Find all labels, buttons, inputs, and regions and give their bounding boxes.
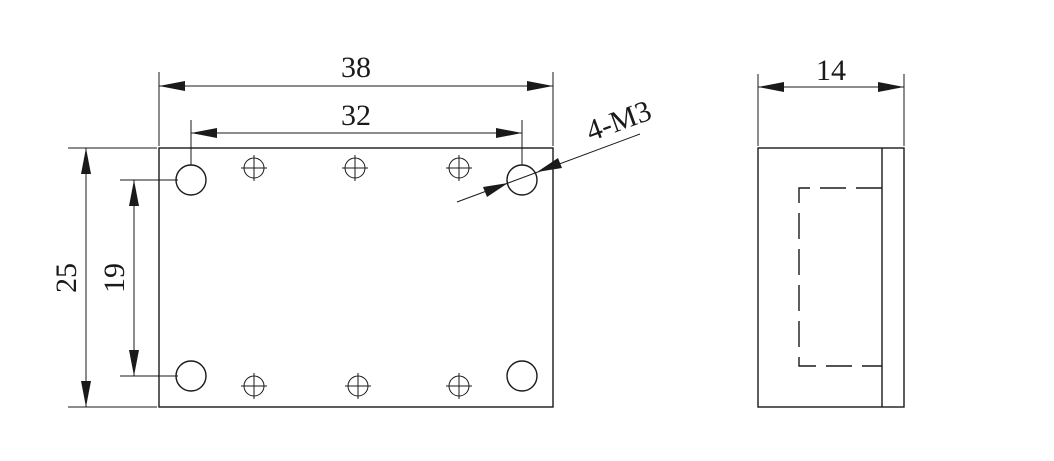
dimension-thickness: 14 <box>757 54 905 146</box>
side-view-outline <box>757 147 905 408</box>
dimension-hole-spacing-y-label: 19 <box>98 263 131 293</box>
dimension-hole-spacing-y: 19 <box>98 179 178 377</box>
callout-threaded-holes-label: 4-M3 <box>582 94 656 148</box>
small-hole-bottom-2 <box>345 373 371 399</box>
front-view <box>158 147 554 408</box>
small-hole-top-2 <box>342 155 368 181</box>
dimension-overall-height-label: 25 <box>50 263 83 293</box>
small-hole-bottom-1 <box>241 373 267 399</box>
small-hole-top-1 <box>241 155 267 181</box>
dimension-thickness-label: 14 <box>816 54 846 87</box>
dimension-hole-spacing-x-label: 32 <box>341 99 371 132</box>
side-view <box>757 147 905 408</box>
front-view-outline <box>158 147 554 408</box>
m3-hole-top-right <box>506 164 538 196</box>
side-view-hidden-recess <box>798 187 882 367</box>
m3-hole-top-left <box>175 164 207 196</box>
small-hole-top-3 <box>446 155 472 181</box>
m3-hole-bottom-left <box>175 360 207 392</box>
dimension-overall-height: 25 <box>50 147 157 408</box>
dimension-overall-width: 38 <box>158 51 554 146</box>
m3-hole-bottom-right <box>506 360 538 392</box>
dimension-hole-spacing-x: 32 <box>190 99 523 165</box>
dimension-overall-width-label: 38 <box>341 51 371 84</box>
small-hole-bottom-3 <box>446 373 472 399</box>
